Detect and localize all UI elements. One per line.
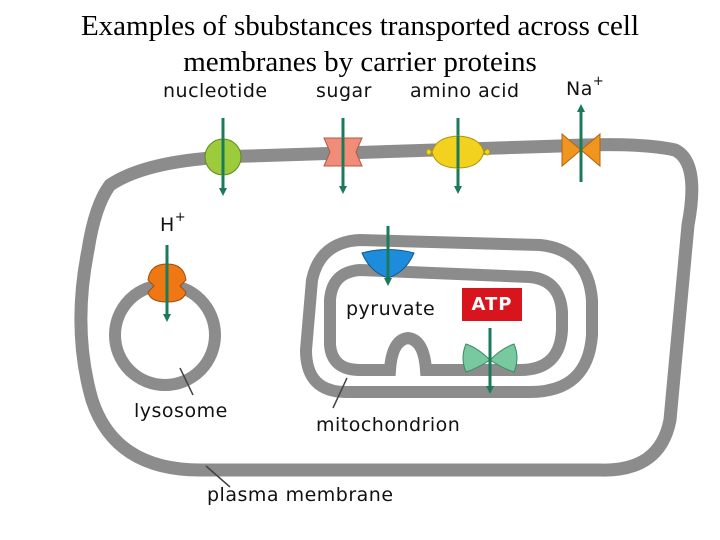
mitochondrion-inner-membrane	[324, 263, 568, 376]
label-h-text: H	[160, 214, 175, 236]
label-nucleotide: nucleotide	[163, 80, 268, 102]
label-plasma-membrane: plasma membrane	[207, 484, 394, 506]
label-na-charge: +	[592, 74, 605, 89]
diagram-title: Examples of sbubstances transported acro…	[0, 8, 720, 80]
plasma-membrane-pointer	[205, 465, 231, 488]
label-sugar: sugar	[316, 80, 372, 102]
label-mitochondrion: mitochondrion	[316, 414, 461, 436]
lysosome-pointer	[179, 367, 194, 396]
title-line-1: Examples of sbubstances transported acro…	[80, 10, 640, 42]
label-h: H+	[160, 210, 186, 236]
label-na: Na+	[566, 74, 604, 100]
title-line-2: membranes by carrier proteins	[183, 46, 537, 78]
label-pyruvate: pyruvate	[346, 298, 436, 320]
label-na-text: Na	[566, 78, 593, 100]
plasma-membrane	[74, 138, 699, 477]
label-h-charge: +	[174, 210, 187, 225]
label-amino-acid: amino acid	[410, 80, 520, 102]
mitochondrion-pointer	[332, 377, 348, 409]
mitochondrion-outer-membrane	[299, 233, 598, 398]
atp-label-box: ATP	[462, 288, 522, 321]
label-lysosome: lysosome	[134, 400, 228, 422]
